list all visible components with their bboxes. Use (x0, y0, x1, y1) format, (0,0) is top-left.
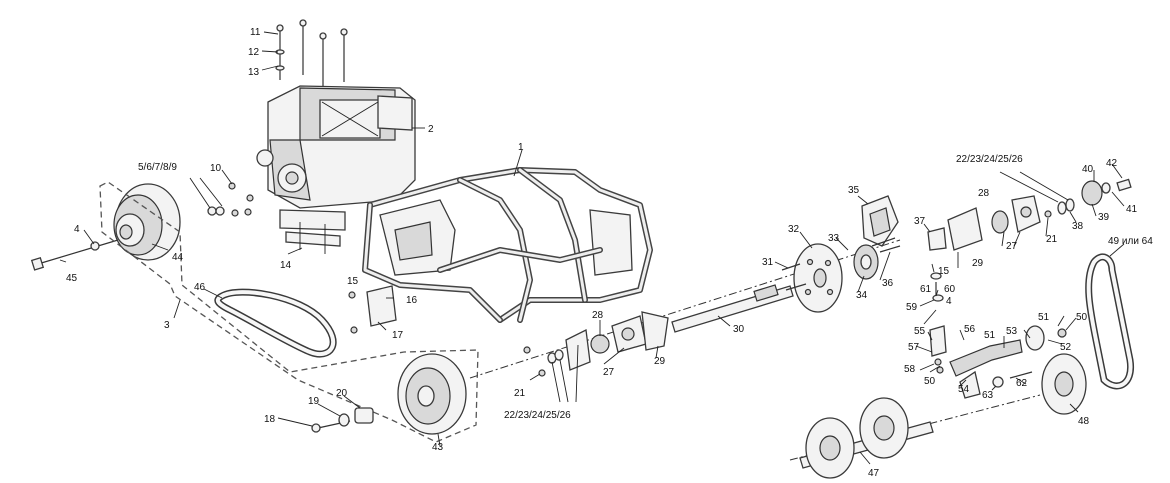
callout-22b: 22/23/24/25/26 (956, 154, 1023, 165)
callout-49-64: 49 или 64 (1108, 236, 1153, 247)
callout-28a: 28 (592, 310, 604, 321)
callout-33: 33 (828, 233, 840, 244)
callout-43: 43 (432, 442, 444, 453)
callout-21b: 21 (1046, 234, 1058, 245)
callout-56: 56 (964, 324, 976, 335)
callout-31: 31 (762, 257, 774, 268)
driven-axle-parts (311, 407, 374, 433)
callout-50b: 50 (924, 376, 936, 387)
leader-lines (59, 31, 1125, 465)
pulley-bolt (30, 239, 119, 271)
callout-36: 36 (882, 278, 894, 289)
brake-disc (793, 243, 843, 313)
drive-pulley (113, 183, 181, 261)
callout-29a: 29 (654, 356, 666, 367)
callout-51a: 51 (1038, 312, 1050, 323)
engine-mount (285, 222, 341, 254)
callout-28b: 28 (978, 188, 990, 199)
callout-4: 4 (74, 224, 80, 235)
callout-53: 53 (1006, 326, 1018, 337)
callout-63: 63 (982, 390, 994, 401)
callout-2: 2 (428, 124, 434, 135)
callout-55: 55 (914, 326, 926, 337)
callout-48: 48 (1078, 416, 1090, 427)
callout-61: 61 (920, 284, 932, 295)
rear-sprocket (1041, 353, 1087, 415)
callout-32: 32 (788, 224, 800, 235)
chain-sprocket-small (1057, 178, 1132, 215)
callout-27b: 27 (1006, 241, 1018, 252)
callout-30: 30 (733, 324, 745, 335)
callout-5-9: 5/6/7/8/9 (138, 162, 177, 173)
callout-39: 39 (1098, 212, 1110, 223)
bolts-31 (781, 263, 807, 291)
callout-46: 46 (194, 282, 206, 293)
callout-29b: 29 (972, 258, 984, 269)
callout-27a: 27 (603, 367, 615, 378)
callout-22a: 22/23/24/25/26 (504, 410, 571, 421)
crank-bolts (207, 182, 254, 217)
drive-axis-line (469, 239, 901, 379)
callout-17: 17 (392, 330, 404, 341)
callout-60: 60 (944, 284, 956, 295)
callout-12: 12 (248, 47, 260, 58)
callout-40: 40 (1082, 164, 1094, 175)
callout-57: 57 (908, 342, 920, 353)
callout-58: 58 (904, 364, 916, 375)
callout-15a: 15 (347, 276, 359, 287)
engine-bolts (275, 19, 348, 86)
callout-19: 19 (308, 396, 320, 407)
frame (362, 167, 653, 323)
callout-11: 11 (250, 27, 261, 38)
callout-37: 37 (914, 216, 926, 227)
jackshaft (671, 284, 794, 333)
callout-44: 44 (172, 252, 184, 263)
drive-chain (1085, 253, 1135, 390)
callout-18: 18 (264, 414, 276, 425)
callout-21a: 21 (514, 388, 526, 399)
callout-62: 62 (1016, 378, 1028, 389)
callout-45: 45 (66, 273, 78, 284)
callout-41: 41 (1126, 204, 1138, 215)
callout-1: 1 (518, 142, 524, 153)
callout-10: 10 (210, 163, 222, 174)
brake-caliper (861, 195, 901, 253)
tension-parts (929, 272, 1067, 399)
callout-16: 16 (406, 295, 418, 306)
callout-52: 52 (1060, 342, 1072, 353)
drive-sprocket (853, 244, 879, 280)
engine (256, 85, 416, 231)
right-bearing-housing (927, 195, 1052, 251)
driven-pulley (397, 353, 467, 435)
callout-35: 35 (848, 185, 860, 196)
callout-51b: 51 (984, 330, 996, 341)
callout-34: 34 (856, 290, 868, 301)
drive-belt (214, 288, 337, 358)
track-drive-wheels (799, 397, 934, 479)
callout-4b: 4 (946, 296, 952, 307)
callout-38: 38 (1072, 221, 1084, 232)
callout-47: 47 (868, 468, 880, 479)
callout-13: 13 (248, 67, 260, 78)
callout-54: 54 (958, 384, 970, 395)
callout-15b: 15 (938, 266, 950, 277)
variator-group-outline (99, 181, 479, 443)
callout-14: 14 (280, 260, 292, 271)
callout-59: 59 (906, 302, 918, 313)
callout-3: 3 (164, 320, 170, 331)
variator-bracket (348, 285, 397, 334)
callout-20: 20 (336, 388, 348, 399)
callout-50a: 50 (1076, 312, 1088, 323)
left-bearing-housing (523, 311, 669, 377)
callout-42: 42 (1106, 158, 1118, 169)
callout-labels: 1 2 3 4 5/6/7/8/9 10 11 12 13 14 15 16 1… (66, 27, 1153, 479)
